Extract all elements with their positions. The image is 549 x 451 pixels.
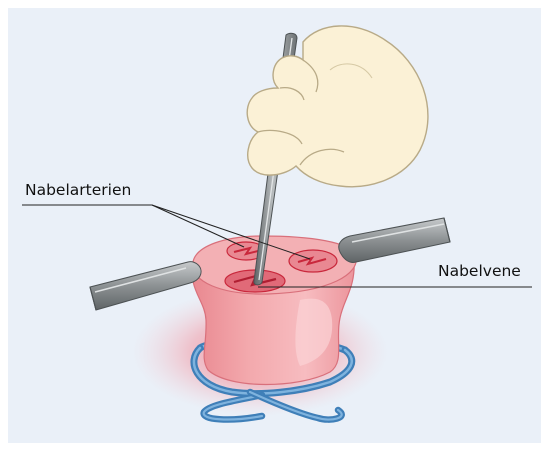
hand (247, 26, 428, 187)
umbilical-artery-right (289, 250, 337, 272)
clamp-right (339, 218, 450, 263)
leader-arteries-to-left (152, 205, 244, 247)
label-umbilical-vein: Nabelvene (438, 264, 521, 280)
label-umbilical-arteries: Nabelarterien (25, 183, 131, 199)
